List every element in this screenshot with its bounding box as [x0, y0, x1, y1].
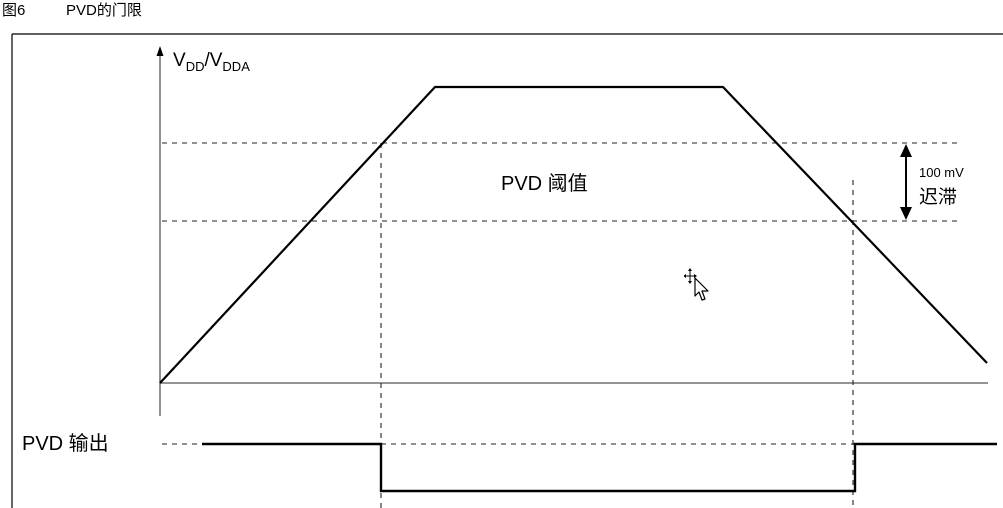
hysteresis-value: 100 mV — [919, 165, 964, 180]
pvd-output-signal — [202, 442, 997, 493]
y-axis-label: VDD/VDDA — [173, 50, 250, 74]
figure-caption: 图6 PVD的门限 — [2, 2, 142, 20]
move-cursor-icon — [684, 268, 709, 301]
output-label: PVD 输出 — [22, 432, 109, 455]
figure-title: PVD的门限 — [66, 2, 142, 19]
vdd-curve — [159, 85, 988, 384]
hysteresis-label: 迟滞 — [919, 186, 957, 208]
threshold-label: PVD 阈值 — [501, 172, 588, 195]
double-arrow-icon — [900, 144, 912, 220]
y-axis-arrow-icon — [156, 46, 164, 56]
figure-number: 图6 — [2, 2, 26, 19]
